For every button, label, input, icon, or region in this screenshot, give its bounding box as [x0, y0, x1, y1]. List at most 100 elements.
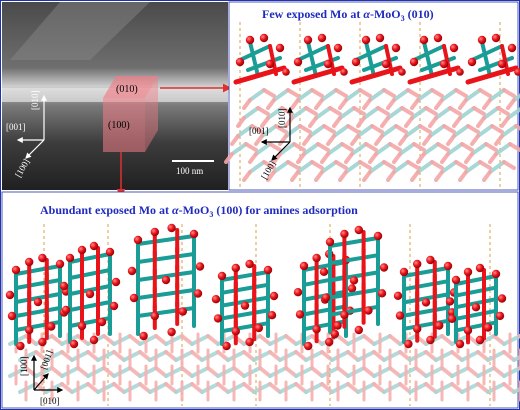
bond [232, 366, 246, 378]
bond [320, 88, 338, 102]
oxygen-atom [133, 235, 143, 245]
bond [400, 106, 414, 116]
bond [316, 142, 330, 152]
bond [112, 366, 132, 378]
oxygen-atom [475, 335, 485, 345]
bond [454, 88, 468, 98]
bond [102, 366, 116, 378]
bond [450, 366, 470, 378]
oxygen-atom [217, 271, 227, 281]
bond [266, 170, 276, 182]
bond [500, 116, 510, 128]
oxygen-atom [398, 68, 406, 76]
oxygen-atom [333, 43, 343, 53]
oxygen-atom [443, 261, 453, 271]
bond [8, 366, 28, 378]
bond [148, 382, 168, 394]
oxygen-atom [456, 68, 464, 76]
bond [250, 124, 264, 134]
bond [466, 366, 480, 378]
bond [236, 124, 254, 138]
bond [434, 350, 454, 362]
bond [248, 88, 266, 102]
oxygen-atom [97, 317, 107, 327]
bond [372, 350, 386, 362]
oxygen-atom [59, 281, 69, 291]
bond [465, 65, 519, 85]
bond [410, 106, 428, 120]
bond [454, 285, 498, 298]
oxygen-atom [77, 245, 87, 255]
bond [242, 106, 260, 120]
bond [392, 160, 410, 174]
bond [490, 124, 504, 134]
bond [320, 152, 330, 164]
oxygen-atom [303, 35, 313, 45]
oxygen-atom [150, 227, 159, 237]
bond [338, 98, 348, 110]
bond [386, 170, 396, 182]
bond [434, 382, 454, 394]
oxygen-atom [263, 265, 273, 275]
oxygen-atom [150, 311, 159, 321]
oxygen-atom [129, 293, 139, 303]
oxygen-atom [231, 263, 240, 273]
oxygen-atom [413, 259, 422, 269]
bond [458, 170, 468, 182]
bond [362, 98, 372, 110]
bond [506, 98, 516, 110]
bond [428, 124, 446, 138]
bond [380, 124, 398, 138]
bond [262, 160, 276, 170]
oxygen-atom [421, 298, 431, 307]
bond [292, 142, 306, 152]
bond [206, 366, 220, 378]
oxygen-atom [245, 35, 255, 45]
oxygen-atom [451, 275, 461, 285]
oxygen-atom [319, 267, 329, 276]
oxygen-atom [413, 324, 422, 333]
bond [278, 382, 298, 394]
oxygen-atom [477, 35, 487, 45]
bond [502, 88, 516, 98]
bond [398, 350, 412, 362]
bond [14, 264, 62, 276]
bond [344, 88, 362, 102]
bond [496, 106, 510, 116]
bond [314, 98, 324, 110]
oxygen-atom [433, 33, 443, 43]
oxygen-atom [55, 259, 65, 269]
bond [424, 382, 438, 394]
bond [440, 88, 458, 102]
bond [450, 382, 464, 394]
bond [440, 160, 458, 174]
bond [388, 366, 402, 378]
bond [18, 350, 38, 362]
bond [502, 160, 516, 170]
bond [430, 160, 444, 170]
bond [148, 350, 168, 362]
oxygen-atom [364, 306, 373, 315]
bond [278, 142, 296, 156]
oxygen-atom [193, 289, 203, 298]
bond [112, 350, 126, 362]
bond [376, 106, 390, 116]
oxygen-atom [65, 253, 75, 263]
bond [76, 366, 90, 378]
oxygen-atom [426, 255, 435, 265]
bond [340, 142, 354, 152]
bond [402, 266, 450, 278]
bond [478, 88, 492, 98]
bond [86, 382, 100, 394]
bond [296, 160, 314, 174]
bond [224, 152, 234, 164]
bond [446, 142, 464, 156]
bond [332, 124, 350, 138]
bond [412, 44, 446, 62]
bond [314, 106, 332, 120]
bond [291, 65, 345, 85]
bond [164, 382, 178, 394]
bond [236, 116, 246, 128]
bond [440, 152, 450, 164]
